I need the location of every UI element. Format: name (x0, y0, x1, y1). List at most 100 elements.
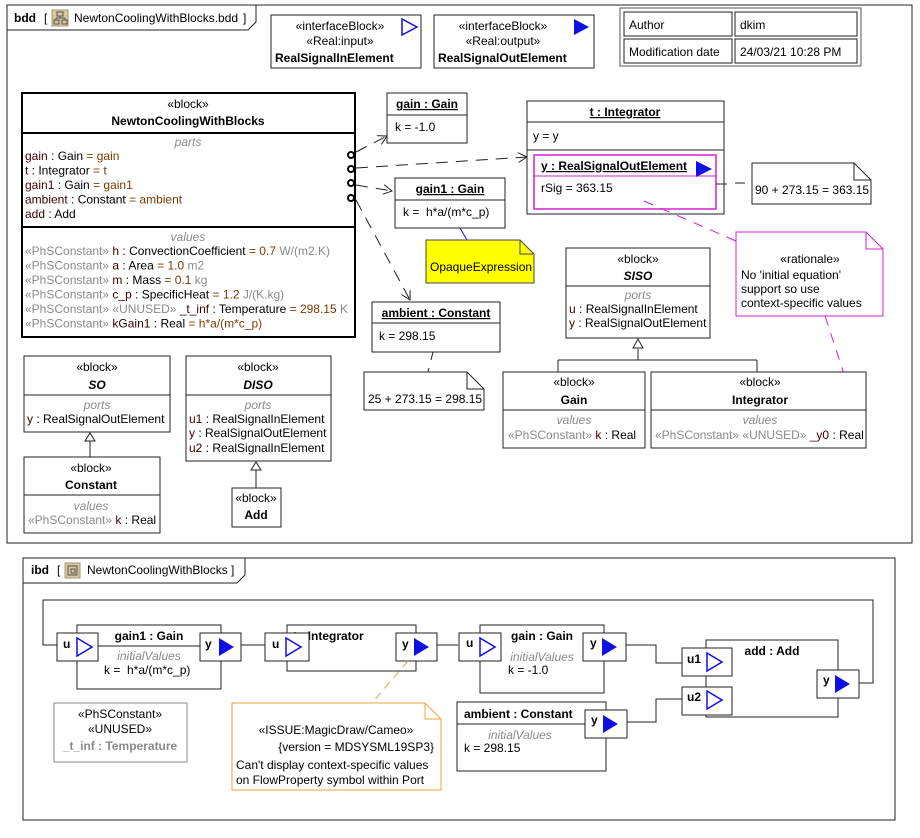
note-issue[interactable]: «ISSUE:MagicDraw/Cameo» {version = MDSYS… (231, 702, 442, 791)
port-u1[interactable]: u1 (681, 647, 733, 677)
block-so[interactable]: «block» SO ports y : RealSignalOutElemen… (23, 355, 171, 433)
svg-text:gain : Gain: gain : Gain (396, 97, 458, 111)
ibd-part-ambient[interactable]: ambient : Constant initialValues k = 298… (456, 701, 628, 772)
ibd-frame: ibd [ NewtonCoolingWithBlocks ] (22, 557, 896, 821)
svg-text:«interfaceBlock»: «interfaceBlock» (296, 19, 385, 33)
bdd-kind-label: bdd (14, 11, 36, 25)
info-table: Author dkim Modification date 24/03/21 1… (619, 7, 862, 67)
svg-text:]: ] (243, 11, 246, 25)
svg-text:«rationale»: «rationale» (780, 252, 840, 266)
svg-text:90 + 273.15 = 363.15: 90 + 273.15 = 363.15 (755, 183, 869, 197)
svg-text:k = h*a/(m*c_p): k = h*a/(m*c_p) (104, 663, 190, 677)
instance-gain1[interactable]: gain1 : Gain k = h*a/(m*c_p) (394, 177, 506, 229)
port-in-icon (76, 636, 94, 658)
note-ambient-calc[interactable]: 25 + 273.15 = 298.15 (363, 371, 485, 411)
bdd-diagram-name[interactable]: NewtonCoolingWithBlocks.bdd (74, 11, 238, 25)
svg-text:Integrator: Integrator (732, 393, 788, 407)
port-y[interactable]: y (395, 632, 438, 662)
block-newtoncoolingwithblocks[interactable]: «block» NewtonCoolingWithBlocks parts ga… (21, 92, 356, 338)
port-out-icon (574, 19, 589, 35)
port-u[interactable]: u (264, 632, 310, 662)
svg-text:y: y (590, 636, 597, 650)
port-y[interactable]: y (199, 632, 242, 662)
port-y[interactable]: y (584, 709, 628, 739)
svg-text:u2 : RealSignalInElement: u2 : RealSignalInElement (189, 441, 325, 455)
ibd-part-gain[interactable]: gain : Gain initialValues k = -1.0 u y (458, 624, 627, 694)
svg-text:RealSignalInElement: RealSignalInElement (275, 51, 394, 65)
block-diso[interactable]: «block» DISO ports u1 : RealSignalInElem… (185, 355, 332, 462)
part-row[interactable]: gain1 : Gain = gain1 (25, 178, 133, 192)
instance-gain[interactable]: gain : Gain k = -1.0 (386, 92, 468, 144)
part-row[interactable]: gain : Gain = gain (25, 149, 119, 163)
port-y[interactable]: y (582, 632, 627, 662)
note-rationale[interactable]: «rationale» No 'initial equation' suppor… (735, 231, 884, 317)
block-siso[interactable]: «block» SISO ports u : RealSignalInEleme… (565, 247, 711, 339)
svg-text:on FlowProperty symbol within: on FlowProperty symbol within Port (236, 773, 425, 787)
ibd-part-gain1[interactable]: gain1 : Gain initialValues k = h*a/(m*c_… (56, 624, 242, 690)
ibd-part-t[interactable]: t : Integrator u y (264, 624, 438, 672)
svg-text:y = y: y = y (533, 129, 559, 143)
generalization-arrow (250, 461, 262, 471)
port-out-icon (602, 638, 617, 656)
svg-text:y: y (402, 637, 409, 651)
part-row[interactable]: t : Integrator = t (25, 164, 107, 178)
svg-text:parts: parts (174, 135, 202, 149)
svg-text:rSig = 363.15: rSig = 363.15 (541, 181, 613, 195)
svg-text:initialValues: initialValues (510, 650, 574, 664)
port-in-icon (479, 636, 497, 658)
value-row[interactable]: «PhSConstant» h : ConvectionCoefficient … (25, 244, 330, 258)
part-row[interactable]: add : Add (25, 207, 76, 221)
svg-text:«PhSConstant» «UNUSED» _y0 : R: «PhSConstant» «UNUSED» _y0 : Real (655, 428, 864, 442)
svg-text:[: [ (44, 11, 48, 25)
svg-text:_t_inf : Temperature: _t_inf : Temperature (62, 739, 178, 753)
svg-text:«ISSUE:MagicDraw/Cameo»: «ISSUE:MagicDraw/Cameo» (259, 723, 414, 737)
generalization-arrow (84, 432, 96, 442)
block-gain[interactable]: «block» Gain values «PhSConstant» k : Re… (502, 371, 646, 449)
unused-property-t-inf[interactable]: «PhSConstant» «UNUSED» _t_inf : Temperat… (53, 702, 188, 763)
svg-text:«block»: «block» (617, 252, 659, 266)
svg-text:gain1 : Gain: gain1 : Gain (115, 629, 184, 643)
svg-text:ports: ports (624, 288, 652, 302)
svg-text:u1 : RealSignalInElement: u1 : RealSignalInElement (189, 412, 325, 426)
port-in-icon (706, 689, 724, 711)
value-row[interactable]: «PhSConstant» a : Area = 1.0 m2 (25, 259, 204, 273)
block-add[interactable]: «block» Add (231, 487, 282, 528)
interface-block-in[interactable]: «interfaceBlock» «Real:input» RealSignal… (270, 14, 422, 69)
svg-text:y: y (591, 713, 598, 727)
svg-text:SO: SO (88, 378, 106, 392)
port-u[interactable]: u (458, 632, 502, 662)
port-u2[interactable]: u2 (681, 686, 733, 716)
port-out-icon (414, 638, 429, 656)
svg-text:y : RealSignalOutElement: y : RealSignalOutElement (189, 426, 327, 440)
svg-text:«block»: «block» (739, 375, 781, 389)
value-row[interactable]: «PhSConstant» «UNUSED» _t_inf : Temperat… (25, 302, 348, 316)
note-opaque-expression[interactable]: OpaqueExpression (425, 239, 535, 284)
svg-text:No 'initial equation': No 'initial equation' (741, 268, 841, 282)
svg-text:u2: u2 (687, 690, 701, 704)
svg-text:«block»: «block» (237, 360, 279, 374)
svg-text:u : RealSignalInElement: u : RealSignalInElement (569, 302, 698, 316)
port-y[interactable]: y (816, 669, 860, 699)
svg-text:«block»: «block» (70, 461, 112, 475)
port-u[interactable]: u (56, 632, 99, 662)
part-row[interactable]: ambient : Constant = ambient (25, 193, 183, 207)
ibd-part-add[interactable]: add : Add u1 u2 y (681, 639, 860, 718)
value-row[interactable]: «PhSConstant» m : Mass = 0.1 kg (25, 273, 207, 287)
instance-ambient[interactable]: ambient : Constant k = 298.15 (371, 301, 501, 353)
svg-text:values: values (171, 230, 206, 244)
ibd-diagram-name[interactable]: NewtonCoolingWithBlocks (87, 563, 228, 577)
instance-t[interactable]: t : Integrator y = y y : RealSignalOutEl… (526, 100, 725, 215)
value-row[interactable]: «PhSConstant» kGain1 : Real = h*a/(m*c_p… (25, 317, 262, 331)
value-row[interactable]: «PhSConstant» c_p : SpecificHeat = 1.2 J… (25, 288, 284, 302)
interface-block-out[interactable]: «interfaceBlock» «Real:output» RealSigna… (433, 14, 595, 69)
info-label-date: Modification date (629, 45, 720, 59)
block-constant[interactable]: «block» Constant values «PhSConstant» k … (23, 456, 161, 534)
instance-t-port-y[interactable]: y : RealSignalOutElement rSig = 363.15 (533, 154, 717, 210)
note-t-calc[interactable]: 90 + 273.15 = 363.15 (751, 162, 872, 205)
svg-text:Gain: Gain (561, 393, 588, 407)
svg-text:SISO: SISO (624, 269, 653, 283)
svg-text:k = -1.0: k = -1.0 (395, 120, 436, 134)
svg-text:[: [ (57, 563, 61, 577)
block-integrator[interactable]: «block» Integrator values «PhSConstant» … (650, 371, 867, 449)
svg-text:25 + 273.15 = 298.15: 25 + 273.15 = 298.15 (368, 392, 482, 406)
